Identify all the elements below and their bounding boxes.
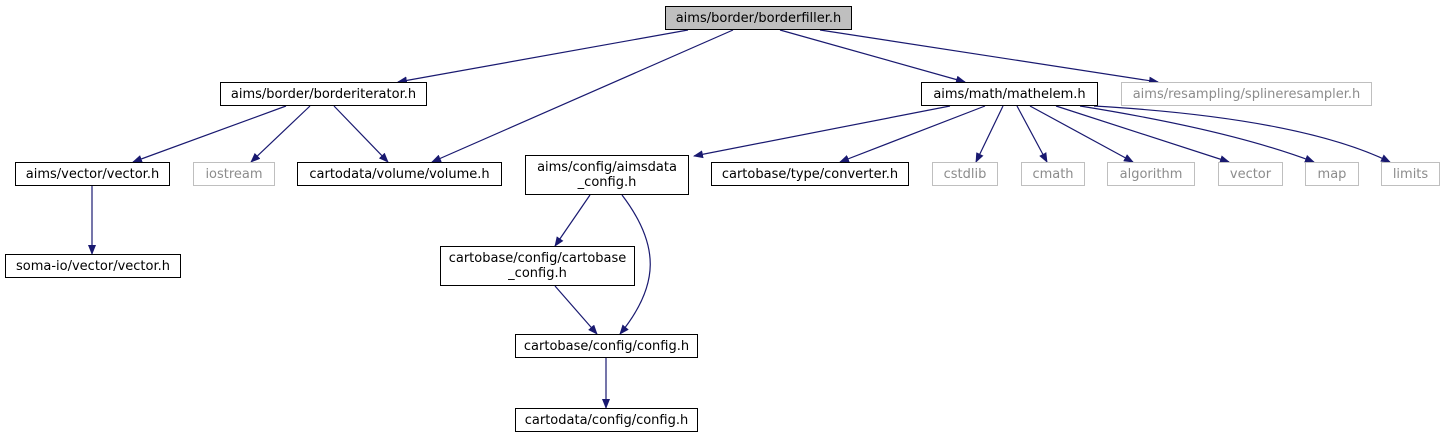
node-cmath[interactable]: cmath	[1021, 162, 1085, 186]
node-label-line-1: aims/config/aimsdata	[537, 160, 677, 175]
edge-mathelem-algorithm	[1029, 105, 1134, 163]
node-cartobase-config[interactable]: cartobase/config/config.h	[515, 334, 698, 358]
node-vector[interactable]: vector	[1218, 162, 1283, 186]
node-label: cartodata/volume/volume.h	[309, 166, 490, 182]
node-label-line-1: cartobase/config/cartobase	[448, 251, 627, 266]
edge-aimsdata_config-cartobase_config_h	[554, 194, 591, 247]
node-mathelem[interactable]: aims/math/mathelem.h	[921, 82, 1098, 106]
node-volume[interactable]: cartodata/volume/volume.h	[297, 162, 502, 186]
node-label-line-2: _config.h	[577, 175, 637, 190]
node-limits[interactable]: limits	[1381, 162, 1440, 186]
node-iostream[interactable]: iostream	[193, 162, 275, 186]
node-label: soma-io/vector/vector.h	[15, 258, 171, 274]
node-algorithm[interactable]: algorithm	[1107, 162, 1195, 186]
node-label: cstdlib	[943, 166, 987, 182]
node-label: aims/resampling/splineresampler.h	[1132, 86, 1361, 102]
edge-mathelem-cstdlib	[975, 105, 1004, 163]
node-borderiterator[interactable]: aims/border/borderiterator.h	[220, 82, 427, 106]
edge-aimsdata_config-cartobase_config	[619, 194, 651, 335]
edge-mathelem-vector	[1055, 105, 1230, 164]
node-converter[interactable]: cartobase/type/converter.h	[711, 162, 909, 186]
node-label: aims/border/borderiterator.h	[230, 86, 417, 102]
edge-mathelem-cmath	[1016, 105, 1048, 163]
edge-borderiterator-vector_h	[132, 105, 287, 163]
node-label: map	[1317, 166, 1347, 182]
node-cstdlib[interactable]: cstdlib	[932, 162, 998, 186]
node-borderfiller[interactable]: aims/border/borderfiller.h	[665, 6, 852, 30]
edge-borderiterator-volume	[333, 105, 389, 163]
node-cartobase-config-header[interactable]: cartobase/config/cartobase _config.h	[440, 246, 635, 286]
node-aimsdata-config[interactable]: aims/config/aimsdata _config.h	[525, 155, 689, 195]
node-label: cartobase/type/converter.h	[721, 166, 899, 182]
node-label: cartodata/config/config.h	[524, 412, 689, 428]
node-soma-vector[interactable]: soma-io/vector/vector.h	[5, 254, 181, 278]
edge-borderfiller-mathelem	[779, 29, 966, 84]
edge-borderfiller-volume	[431, 29, 734, 163]
edge-mathelem-limits	[1093, 105, 1391, 163]
edge-cartobase_config_h-cartobase_config	[554, 285, 598, 335]
node-label: algorithm	[1119, 166, 1183, 182]
node-label: aims/border/borderfiller.h	[675, 10, 842, 26]
node-splineresampler[interactable]: aims/resampling/splineresampler.h	[1121, 82, 1372, 106]
node-label-line-2: _config.h	[508, 266, 567, 281]
node-aims-vector[interactable]: aims/vector/vector.h	[15, 162, 170, 186]
node-label: iostream	[205, 166, 263, 182]
node-label: aims/math/mathelem.h	[933, 86, 1086, 102]
node-label: aims/vector/vector.h	[25, 166, 160, 182]
node-cartodata-config[interactable]: cartodata/config/config.h	[515, 408, 698, 432]
edge-mathelem-map	[1079, 105, 1315, 163]
edge-borderfiller-splineresampler	[819, 29, 1159, 85]
node-label: limits	[1392, 166, 1429, 182]
node-map[interactable]: map	[1305, 162, 1359, 186]
edge-borderfiller-borderiterator	[397, 29, 689, 85]
edge-mathelem-converter	[839, 105, 986, 163]
edge-borderiterator-iostream	[250, 105, 311, 163]
node-label: vector	[1229, 166, 1272, 182]
node-label: cmath	[1032, 166, 1074, 182]
edge-mathelem-aimsdata_config	[693, 105, 951, 159]
node-label: cartobase/config/config.h	[523, 338, 690, 354]
